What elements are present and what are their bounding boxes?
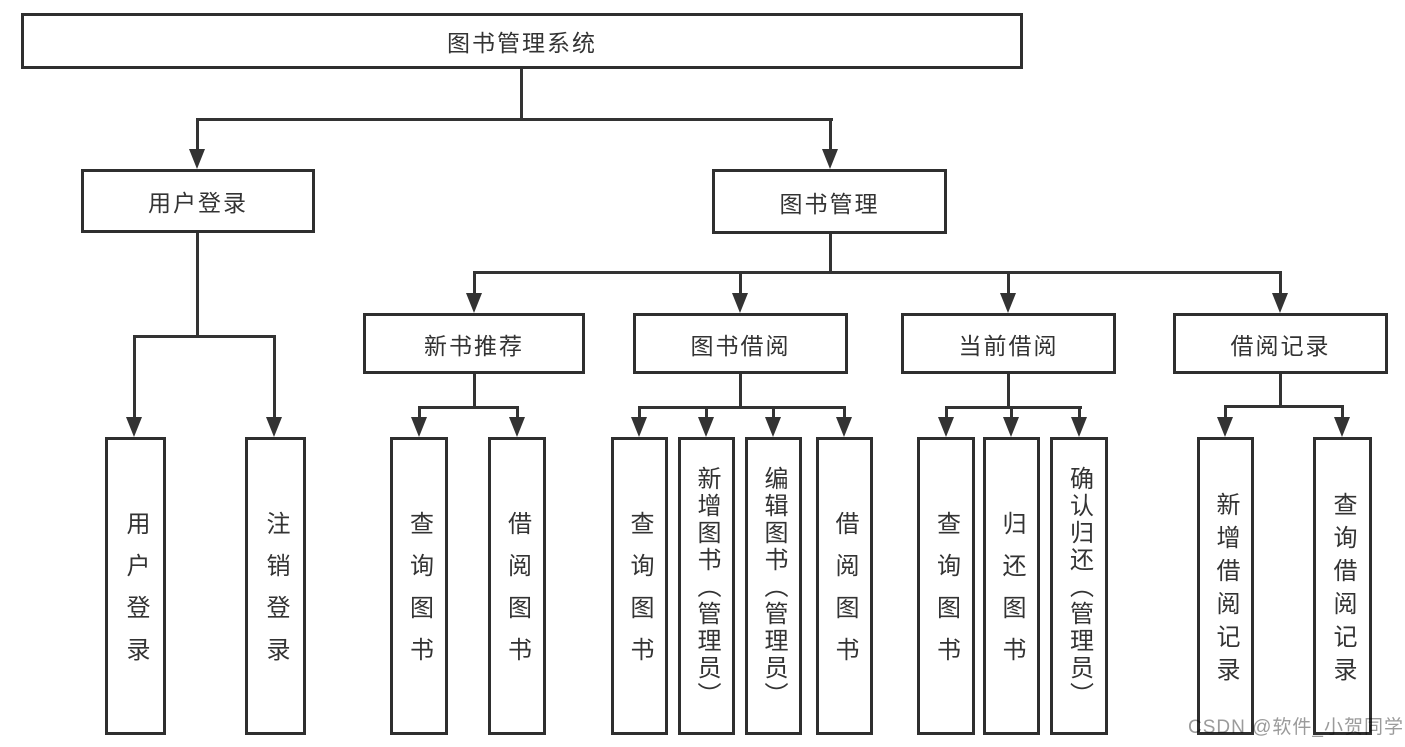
arrow-down-icon [765, 417, 781, 437]
connector-line [638, 406, 641, 417]
connector-line [1078, 406, 1081, 417]
connector-line [829, 118, 832, 149]
node-book-borrow: 图书借阅 [633, 313, 848, 374]
connector-line [196, 118, 199, 149]
node-user-login: 用户登录 [81, 169, 315, 233]
connector-line [520, 69, 523, 118]
connector-line [1279, 271, 1282, 293]
connector-line [843, 406, 846, 417]
leaf-label: 查询图书 [405, 511, 433, 679]
leaf-user-login: 用户登录 [105, 437, 166, 735]
leaf-borrow-books: 借阅图书 [488, 437, 546, 735]
arrow-down-icon [126, 417, 142, 437]
node-current-borrow: 当前借阅 [901, 313, 1116, 374]
arrow-down-icon [1000, 293, 1016, 313]
leaf-label: 借阅图书 [503, 511, 531, 679]
connector-line [419, 406, 519, 409]
leaf-label: 借阅图书 [831, 511, 858, 679]
leaf-label: 确认归还（管理员） [1065, 466, 1093, 709]
connector-line [473, 374, 476, 406]
leaf-label: 编辑图书（管理员） [760, 466, 787, 709]
node-borrow-records: 借阅记录 [1173, 313, 1388, 374]
arrow-down-icon [266, 417, 282, 437]
connector-line [197, 118, 833, 121]
arrow-down-icon [1003, 417, 1019, 437]
connector-line [1007, 374, 1010, 406]
arrow-down-icon [698, 417, 714, 437]
leaf-edit-books-admin: 编辑图书（管理员） [745, 437, 802, 735]
connector-line [133, 335, 136, 417]
connector-line [1007, 271, 1010, 293]
leaf-label: 查询图书 [626, 511, 653, 679]
leaf-label: 用户登录 [122, 511, 149, 679]
connector-line [739, 374, 742, 406]
connector-line [473, 271, 476, 293]
node-new-book-recommend: 新书推荐 [363, 313, 585, 374]
leaf-return-books: 归还图书 [983, 437, 1040, 735]
csdn-watermark: CSDN @软件_小贺同学 [1188, 717, 1404, 738]
leaf-confirm-return-admin: 确认归还（管理员） [1050, 437, 1108, 735]
connector-line [739, 271, 742, 293]
arrow-down-icon [411, 417, 427, 437]
leaf-add-borrow-record: 新增借阅记录 [1197, 437, 1254, 735]
leaf-query-books: 查询图书 [611, 437, 668, 735]
arrow-down-icon [836, 417, 852, 437]
arrow-down-icon [1217, 417, 1233, 437]
leaf-label: 新增借阅记录 [1212, 491, 1239, 690]
leaf-label: 新增图书（管理员） [693, 466, 720, 709]
leaf-label: 注销登录 [262, 511, 289, 679]
arrow-down-icon [1272, 293, 1288, 313]
arrow-down-icon [509, 417, 525, 437]
arrow-down-icon [732, 293, 748, 313]
connector-line [639, 406, 846, 409]
connector-line [1225, 405, 1344, 408]
arrow-down-icon [938, 417, 954, 437]
connector-line [418, 406, 421, 417]
connector-line [945, 406, 948, 417]
connector-line [1010, 406, 1013, 417]
connector-line [829, 234, 832, 271]
connector-line [133, 335, 276, 338]
connector-line [946, 406, 1082, 409]
connector-line [772, 406, 775, 417]
connector-line [196, 233, 199, 335]
arrow-down-icon [1334, 417, 1350, 437]
leaf-logout: 注销登录 [245, 437, 306, 735]
leaf-label: 查询图书 [932, 511, 960, 679]
leaf-label: 归还图书 [998, 511, 1025, 679]
leaf-query-books: 查询图书 [390, 437, 448, 735]
leaf-query-books: 查询图书 [917, 437, 975, 735]
connector-line [1341, 405, 1344, 417]
leaf-label: 查询借阅记录 [1329, 491, 1356, 690]
arrow-down-icon [466, 293, 482, 313]
arrow-down-icon [189, 149, 205, 169]
connector-line [474, 271, 1282, 274]
connector-line [1279, 374, 1282, 405]
node-root-library-system: 图书管理系统 [21, 13, 1023, 69]
arrow-down-icon [631, 417, 647, 437]
leaf-borrow-books: 借阅图书 [816, 437, 873, 735]
connector-line [516, 406, 519, 417]
connector-line [273, 335, 276, 417]
arrow-down-icon [822, 149, 838, 169]
connector-line [1224, 405, 1227, 417]
node-book-management: 图书管理 [712, 169, 947, 234]
connector-line [705, 406, 708, 417]
arrow-down-icon [1071, 417, 1087, 437]
leaf-add-books-admin: 新增图书（管理员） [678, 437, 735, 735]
leaf-query-borrow-record: 查询借阅记录 [1313, 437, 1372, 735]
